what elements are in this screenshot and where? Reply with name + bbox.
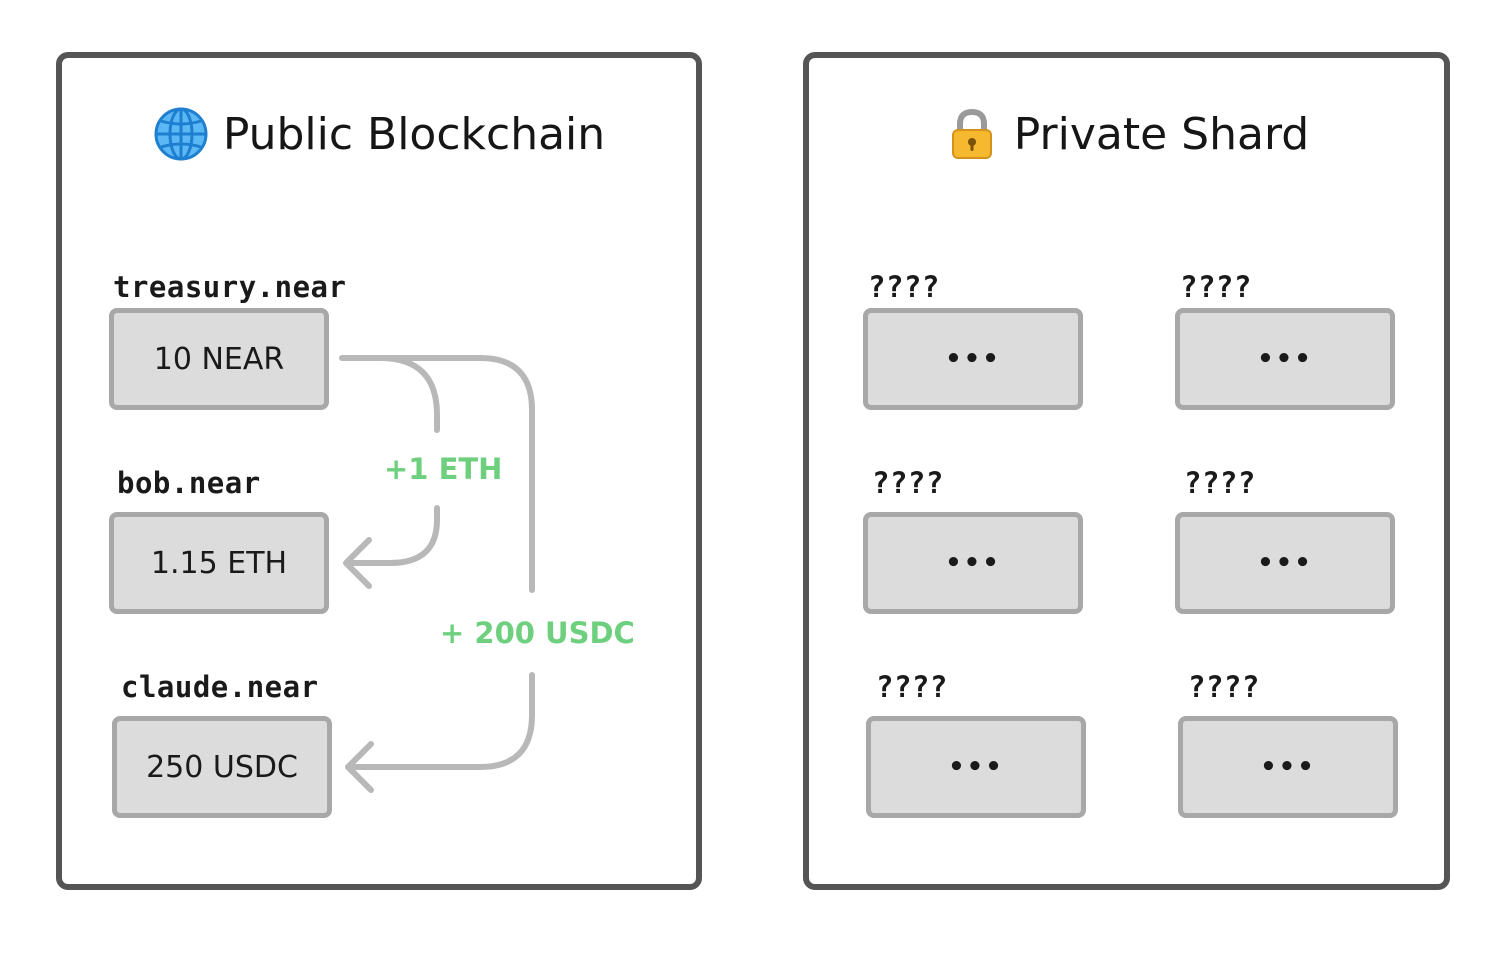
account-balance-bob: 1.15 ETH (109, 512, 329, 614)
lock-icon (944, 106, 1000, 162)
hidden-account-balance: ••• (1178, 716, 1398, 818)
hidden-account-balance: ••• (863, 512, 1083, 614)
hidden-account-label: ???? (876, 670, 948, 704)
hidden-account-label: ???? (872, 466, 944, 500)
account-label-bob: bob.near (117, 466, 261, 500)
account-balance-claude: 250 USDC (112, 716, 332, 818)
hidden-account-balance: ••• (863, 308, 1083, 410)
account-balance-treasury: 10 NEAR (109, 308, 329, 410)
transfer-label-eth: +1 ETH (384, 452, 503, 486)
hidden-account-balance: ••• (866, 716, 1086, 818)
hidden-account-balance: ••• (1175, 512, 1395, 614)
account-label-claude: claude.near (121, 670, 319, 704)
hidden-account-label: ???? (1180, 270, 1252, 304)
globe-icon (153, 106, 209, 162)
hidden-account-label: ???? (1184, 466, 1256, 500)
private-shard-title: Private Shard (803, 106, 1450, 162)
hidden-account-balance: ••• (1175, 308, 1395, 410)
private-shard-title-text: Private Shard (1013, 108, 1310, 160)
public-blockchain-title: Public Blockchain (56, 106, 702, 162)
transfer-label-usdc: + 200 USDC (440, 616, 635, 650)
hidden-account-label: ???? (1188, 670, 1260, 704)
account-label-treasury: treasury.near (113, 270, 347, 304)
public-blockchain-title-text: Public Blockchain (222, 108, 606, 160)
hidden-account-label: ???? (868, 270, 940, 304)
